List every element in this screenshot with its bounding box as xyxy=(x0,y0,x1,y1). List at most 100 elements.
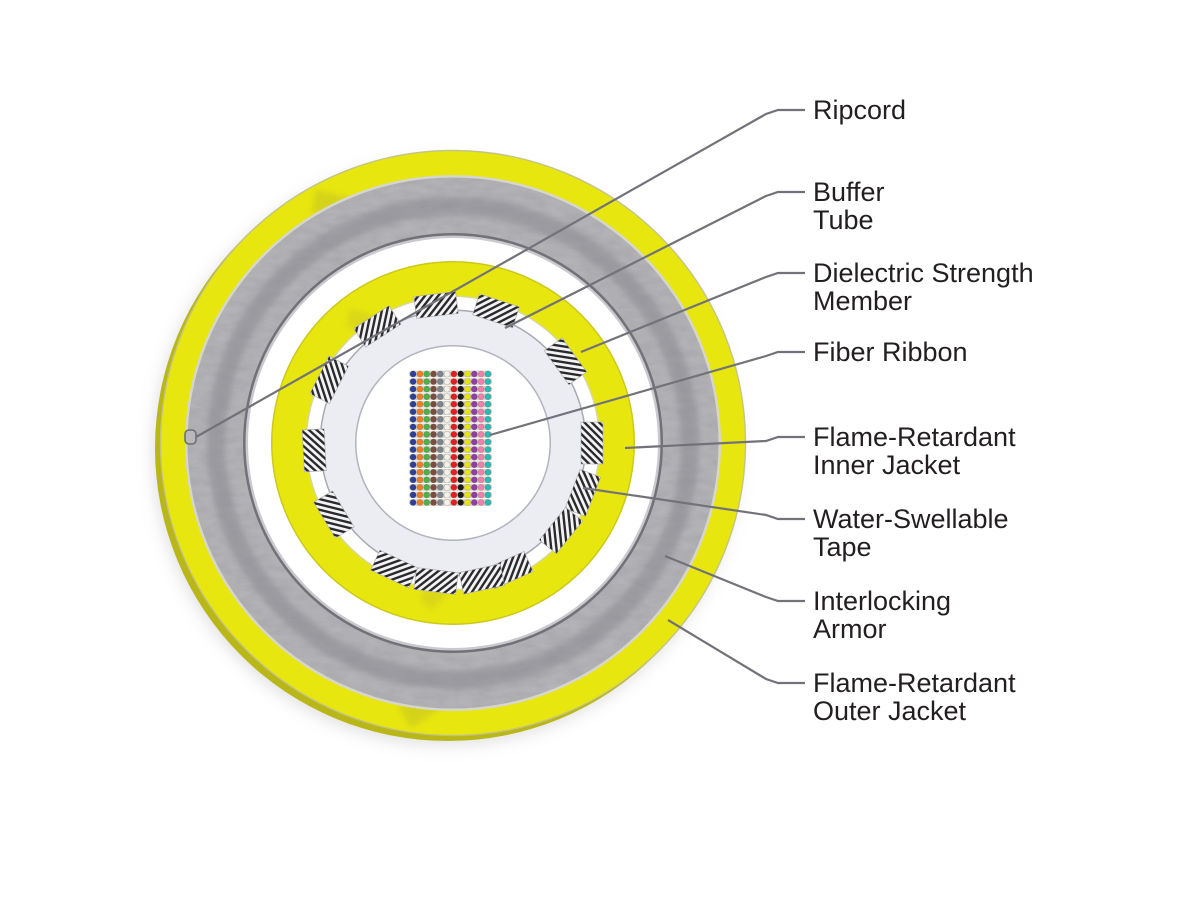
label-buffer-tube: Buffer Tube xyxy=(813,178,885,234)
strength-member-hatch xyxy=(538,506,584,555)
fiber-dot-red xyxy=(450,499,458,506)
fiber-dot-red xyxy=(450,408,458,416)
strength-member xyxy=(413,291,459,319)
ripcord-hook xyxy=(184,429,197,445)
fiber-dot-green xyxy=(423,378,431,385)
fiber-dot-brown xyxy=(430,438,437,446)
fiber-dot-rose xyxy=(477,438,485,446)
strength-member xyxy=(472,293,520,329)
fiber-dot-black xyxy=(457,378,465,385)
fiber-dot-orange xyxy=(416,499,424,506)
fiber-dot-slate xyxy=(436,408,444,416)
fiber-dot-aqua xyxy=(484,378,492,385)
fiber-dot-white xyxy=(443,378,451,385)
fiber-dot-blue xyxy=(409,484,417,491)
label-line: Buffer xyxy=(813,177,885,207)
fiber-dot-blue xyxy=(409,415,417,423)
fiber-dot-red xyxy=(450,461,458,469)
fiber-dot-red xyxy=(450,431,458,438)
fiber-dot-brown xyxy=(430,385,437,393)
fiber-dot-white xyxy=(443,408,451,416)
fiber-dot-blue xyxy=(409,431,417,438)
fiber-dot-rose xyxy=(477,484,485,491)
fiber-dot-black xyxy=(457,446,465,453)
fiber-dot-brown xyxy=(430,491,437,499)
label-line: Tape xyxy=(813,532,872,562)
fiber-dot-aqua xyxy=(484,491,492,499)
fiber-dot-brown xyxy=(430,453,437,461)
fiber-dot-red xyxy=(450,385,458,393)
fiber-dot-green xyxy=(423,499,431,506)
fiber-dot-white xyxy=(443,476,451,484)
fiber-dot-orange xyxy=(416,461,424,469)
fiber-dot-red xyxy=(450,484,458,491)
fiber-dot-brown xyxy=(430,370,437,378)
ribbon-row xyxy=(408,400,493,408)
fiber-dot-slate xyxy=(436,476,444,484)
fiber-dot-slate xyxy=(436,438,444,446)
fiber-dot-yellow xyxy=(464,385,471,393)
fiber-dot-white xyxy=(443,423,451,431)
strength-member-hatch xyxy=(472,293,520,329)
fiber-dot-green xyxy=(423,431,431,438)
fiber-dot-blue xyxy=(409,468,417,476)
fiber-dot-violet xyxy=(470,438,478,446)
fiber-dot-green xyxy=(423,476,431,484)
fiber-dot-white xyxy=(443,370,451,378)
fiber-dot-yellow xyxy=(464,468,471,476)
fiber-dot-aqua xyxy=(484,370,492,378)
fiber-dot-blue xyxy=(409,378,417,385)
strength-member xyxy=(353,305,402,348)
leader-tape xyxy=(582,486,805,521)
fiber-dot-black xyxy=(457,484,465,491)
fiber-dot-violet xyxy=(470,378,478,385)
fiber-dot-violet xyxy=(470,400,478,408)
fiber-dot-rose xyxy=(477,408,485,416)
strength-member xyxy=(458,563,506,595)
strength-member-hatch xyxy=(353,305,402,348)
fiber-dot-black xyxy=(457,415,465,423)
fiber-dot-violet xyxy=(470,393,478,401)
strength-member xyxy=(580,421,604,465)
fiber-dot-red xyxy=(450,423,458,431)
ribbon-row xyxy=(408,461,493,469)
fiber-dot-aqua xyxy=(484,400,492,408)
fiber-dot-brown xyxy=(430,408,437,416)
fiber-dot-white xyxy=(443,415,451,423)
label-fiber-ribbon: Fiber Ribbon xyxy=(813,338,968,366)
fiber-dot-orange xyxy=(416,408,424,416)
fiber-dot-aqua xyxy=(484,476,492,484)
fiber-dot-black xyxy=(457,476,465,484)
fiber-dot-yellow xyxy=(464,438,471,446)
ribbon-row xyxy=(408,431,493,438)
fiber-dot-brown xyxy=(430,423,437,431)
fiber-dot-slate xyxy=(436,468,444,476)
fiber-dot-yellow xyxy=(464,400,471,408)
label-water-swellable-tape: Water-Swellable Tape xyxy=(813,505,1009,561)
ribbon-row xyxy=(408,370,493,378)
ribbon-row xyxy=(408,446,493,453)
fiber-dot-blue xyxy=(409,393,417,401)
fiber-dot-blue xyxy=(409,385,417,393)
label-flame-retardant-inner-jacket: Flame-Retardant Inner Jacket xyxy=(813,423,1016,479)
strength-members xyxy=(301,291,604,595)
fiber-dot-aqua xyxy=(484,393,492,401)
fiber-dot-yellow xyxy=(464,476,471,484)
fiber-dot-red xyxy=(450,438,458,446)
fiber-dot-rose xyxy=(477,431,485,438)
fiber-dot-rose xyxy=(477,476,485,484)
strength-member xyxy=(543,337,588,386)
label-line: Water-Swellable xyxy=(813,504,1009,534)
ribbon-row xyxy=(408,453,493,461)
strength-member xyxy=(413,567,459,595)
fiber-dot-black xyxy=(457,393,465,401)
fiber-dot-brown xyxy=(430,446,437,453)
fiber-dot-blue xyxy=(409,461,417,469)
strength-member-hatch xyxy=(543,337,588,386)
strength-member-hatch xyxy=(580,421,604,465)
fiber-dot-orange xyxy=(416,393,424,401)
fiber-dot-green xyxy=(423,438,431,446)
fiber-dot-orange xyxy=(416,415,424,423)
fiber-dot-yellow xyxy=(464,484,471,491)
